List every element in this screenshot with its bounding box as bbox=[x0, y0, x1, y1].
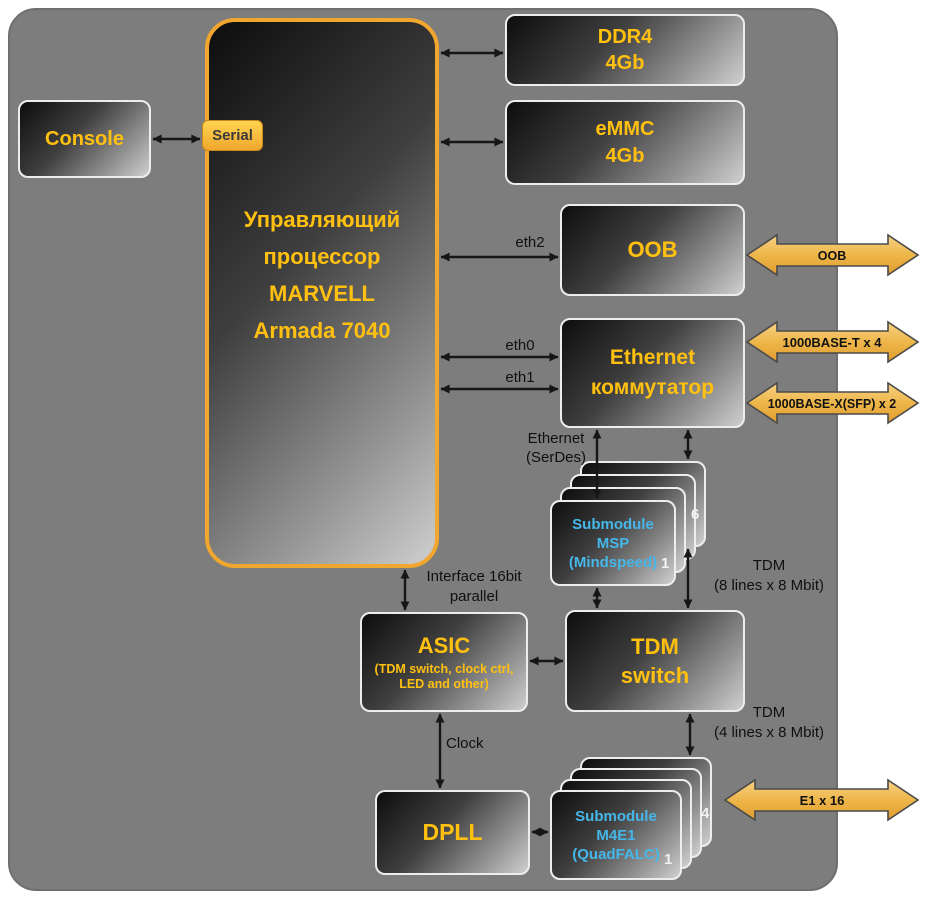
m4e1-label: Submodule M4E1 (QuadFALC) bbox=[572, 807, 660, 863]
eth0-label: eth0 bbox=[505, 337, 535, 354]
ddr4-box: DDR4 4Gb bbox=[505, 14, 745, 86]
interface-label: Interface 16bit parallel bbox=[426, 568, 522, 605]
ethernet-switch-label: Ethernet коммутатор bbox=[590, 346, 715, 399]
external-arrow-oob-label: OOB bbox=[818, 249, 846, 263]
eth2-label: eth2 bbox=[515, 234, 545, 251]
msp-card-front: Submodule MSP (Mindspeed) bbox=[550, 500, 676, 586]
clock-label: Clock bbox=[446, 735, 484, 752]
tdm-switch-label: TDM switch bbox=[620, 634, 690, 688]
console-label: Console bbox=[45, 127, 124, 150]
cpu-label: Управляющий процессор MARVELL Armada 704… bbox=[243, 207, 401, 343]
emmc-label: eMMC 4Gb bbox=[595, 117, 655, 167]
external-arrow-1000base-t-label: 1000BASE-T x 4 bbox=[783, 335, 883, 350]
tdm8-label: TDM (8 lines x 8 Mbit) bbox=[713, 557, 825, 594]
external-arrow-1000base-x bbox=[745, 381, 920, 425]
external-arrow-oob bbox=[745, 233, 920, 277]
asic-text: ASIC (TDM switch, clock ctrl, LED and ot… bbox=[375, 633, 514, 692]
m4e1-card-front: Submodule M4E1 (QuadFALC) bbox=[550, 790, 682, 880]
cpu-box: Управляющий процессор MARVELL Armada 704… bbox=[205, 18, 439, 568]
msp-label: Submodule MSP (Mindspeed) bbox=[568, 515, 658, 571]
external-arrow-1000base-x-label: 1000BASE-X(SFP) x 2 bbox=[768, 397, 897, 411]
serdes-label: Ethernet (SerDes) bbox=[525, 430, 586, 466]
asic-subtitle: (TDM switch, clock ctrl, LED and other) bbox=[374, 661, 514, 691]
dpll-box: DPLL bbox=[375, 790, 530, 875]
external-arrow-e1-label: E1 x 16 bbox=[800, 793, 845, 808]
asic-title: ASIC bbox=[417, 632, 471, 658]
tdm4-label: TDM (4 lines x 8 Mbit) bbox=[713, 704, 825, 741]
m4e1-index-last: 4 bbox=[701, 805, 710, 822]
oob-box: OOB bbox=[560, 204, 745, 296]
eth1-label: eth1 bbox=[505, 369, 535, 386]
ddr4-label: DDR4 4Gb bbox=[597, 26, 653, 74]
tdm-switch-box: TDM switch bbox=[565, 610, 745, 712]
emmc-box: eMMC 4Gb bbox=[505, 100, 745, 185]
msp-index-first: 1 bbox=[661, 555, 670, 572]
m4e1-index-first: 1 bbox=[664, 851, 673, 868]
external-arrow-e1 bbox=[723, 778, 920, 822]
console-box: Console bbox=[18, 100, 151, 178]
serial-label: Serial bbox=[212, 127, 253, 144]
asic-box: ASIC (TDM switch, clock ctrl, LED and ot… bbox=[360, 612, 528, 712]
dpll-label: DPLL bbox=[422, 819, 483, 845]
external-arrow-1000base-t bbox=[745, 320, 920, 364]
msp-index-last: 6 bbox=[691, 506, 700, 523]
oob-label: OOB bbox=[627, 237, 678, 262]
ethernet-switch-box: Ethernet коммутатор bbox=[560, 318, 745, 428]
serial-badge: Serial bbox=[202, 120, 263, 151]
